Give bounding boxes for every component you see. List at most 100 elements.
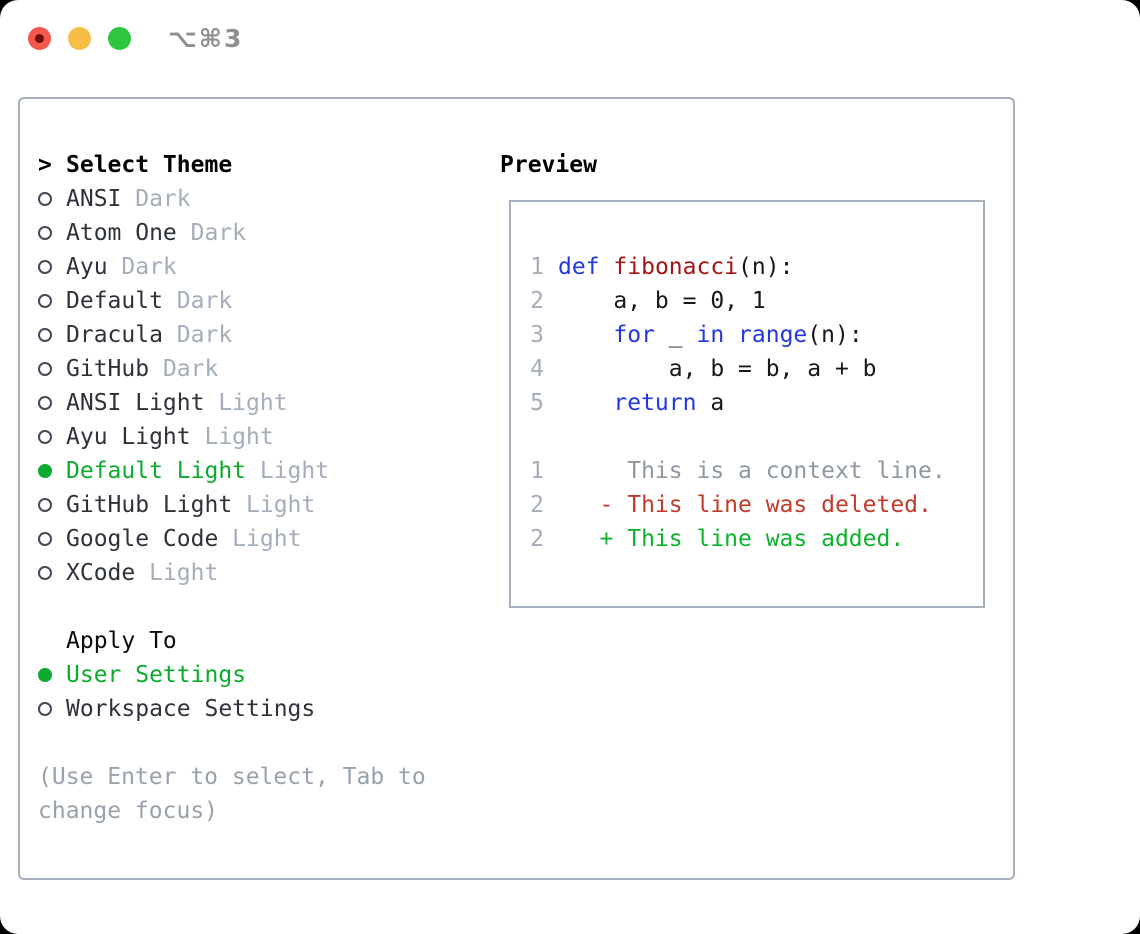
code-content: for _ in range(n): [558,322,863,348]
token-fn: fibonacci [613,254,739,280]
option-workspace-settings[interactable]: Workspace Settings [38,692,426,726]
variant-tag: Light [246,458,330,484]
code-blank-line [511,420,983,454]
token-tx: _ [654,322,697,348]
option-github-light[interactable]: GitHub Light Light [38,488,426,522]
code-line: 3 for _ in range(n): [511,318,983,352]
option-dracula[interactable]: Dracula Dark [38,318,426,352]
radio-dot [38,464,52,478]
code-content: a, b = 0, 1 [558,288,765,314]
token-tx [558,322,613,348]
radio-ring [38,362,52,376]
token-tx [724,322,738,348]
line-number: 2 [530,288,544,314]
option-default[interactable]: Default Dark [38,284,426,318]
option-label: Dracula [66,322,163,348]
line-number: 4 [530,356,544,382]
option-label: GitHub [66,356,150,382]
option-label: Default Light [66,458,247,484]
radio-unselected-icon [38,192,66,206]
variant-tag: Light [190,424,274,450]
token-tx [558,390,613,416]
radio-unselected-icon [38,362,66,376]
token-tx [600,254,614,280]
radio-unselected-icon [38,328,66,342]
variant-tag: Dark [176,220,247,246]
option-label: ANSI Light [66,390,205,416]
radio-ring [38,396,52,410]
radio-unselected-icon [38,430,66,444]
variant-tag: Light [204,390,288,416]
title-bar: ⌥⌘3 [0,0,1140,76]
option-ansi[interactable]: ANSI Dark [38,182,426,216]
option-label: GitHub Light [66,492,233,518]
option-label: Atom One [66,220,177,246]
option-label: ANSI [66,186,122,212]
code-line: 2 a, b = 0, 1 [511,284,983,318]
variant-tag: Light [232,492,316,518]
option-label: Google Code [66,526,219,552]
radio-unselected-icon [38,532,66,546]
radio-unselected-icon [38,396,66,410]
unsaved-dot-icon [35,33,44,43]
option-label: Select Theme [66,152,233,178]
hint-text: change focus) [38,798,219,824]
token-tx: (n): [807,322,863,348]
radio-ring [38,702,52,716]
close-button[interactable] [28,26,51,50]
option-label: Default [66,288,163,314]
variant-tag: Light [218,526,302,552]
code-line: 2 - This line was deleted. [511,488,983,522]
option-label: Ayu [66,254,108,280]
option-google-code[interactable]: Google Code Light [38,522,426,556]
option-label: XCode [66,560,136,586]
minimize-button[interactable] [68,26,91,50]
code-line: 1 This is a context line. [511,454,983,488]
radio-ring [38,294,52,308]
code-line: 5 return a [511,386,983,420]
option-ansi-light[interactable]: ANSI Light Light [38,386,426,420]
option-user-settings[interactable]: User Settings [38,658,426,692]
variant-tag: Dark [121,186,191,212]
code-content: + This line was added. [558,526,905,552]
spacer-row [38,726,426,760]
caret-glyph: > [38,152,52,178]
line-number: 1 [530,458,544,484]
token-ctx: This is a context line. [558,458,946,484]
radio-selected-icon [38,668,66,682]
radio-ring [38,430,52,444]
code-content: return a [558,390,724,416]
variant-tag: Dark [107,254,177,280]
line-number: 2 [530,526,544,552]
radio-ring [38,566,52,580]
token-kw: in [696,322,725,348]
option-ayu[interactable]: Ayu Dark [38,250,426,284]
radio-unselected-icon [38,294,66,308]
token-add: + This line was added. [558,526,905,552]
option-default-light[interactable]: Default Light Light [38,454,426,488]
option-atom-one[interactable]: Atom One Dark [38,216,426,250]
focus-caret-icon: > [38,152,66,178]
option-github[interactable]: GitHub Dark [38,352,426,386]
radio-ring [38,498,52,512]
option-xcode[interactable]: XCode Light [38,556,426,590]
maximize-button[interactable] [108,26,131,50]
window-title: ⌥⌘3 [168,23,244,53]
radio-ring [38,192,52,206]
radio-ring [38,532,52,546]
line-number: 5 [530,390,544,416]
code-content: - This line was deleted. [558,492,932,518]
option-label: Ayu Light [66,424,191,450]
variant-tag: Dark [162,288,233,314]
code-blank-line [511,216,983,250]
radio-unselected-icon [38,566,66,580]
variant-tag: Dark [162,322,233,348]
radio-unselected-icon [38,226,66,240]
option-ayu-light[interactable]: Ayu Light Light [38,420,426,454]
code-content: a, b = b, a + b [558,356,877,382]
